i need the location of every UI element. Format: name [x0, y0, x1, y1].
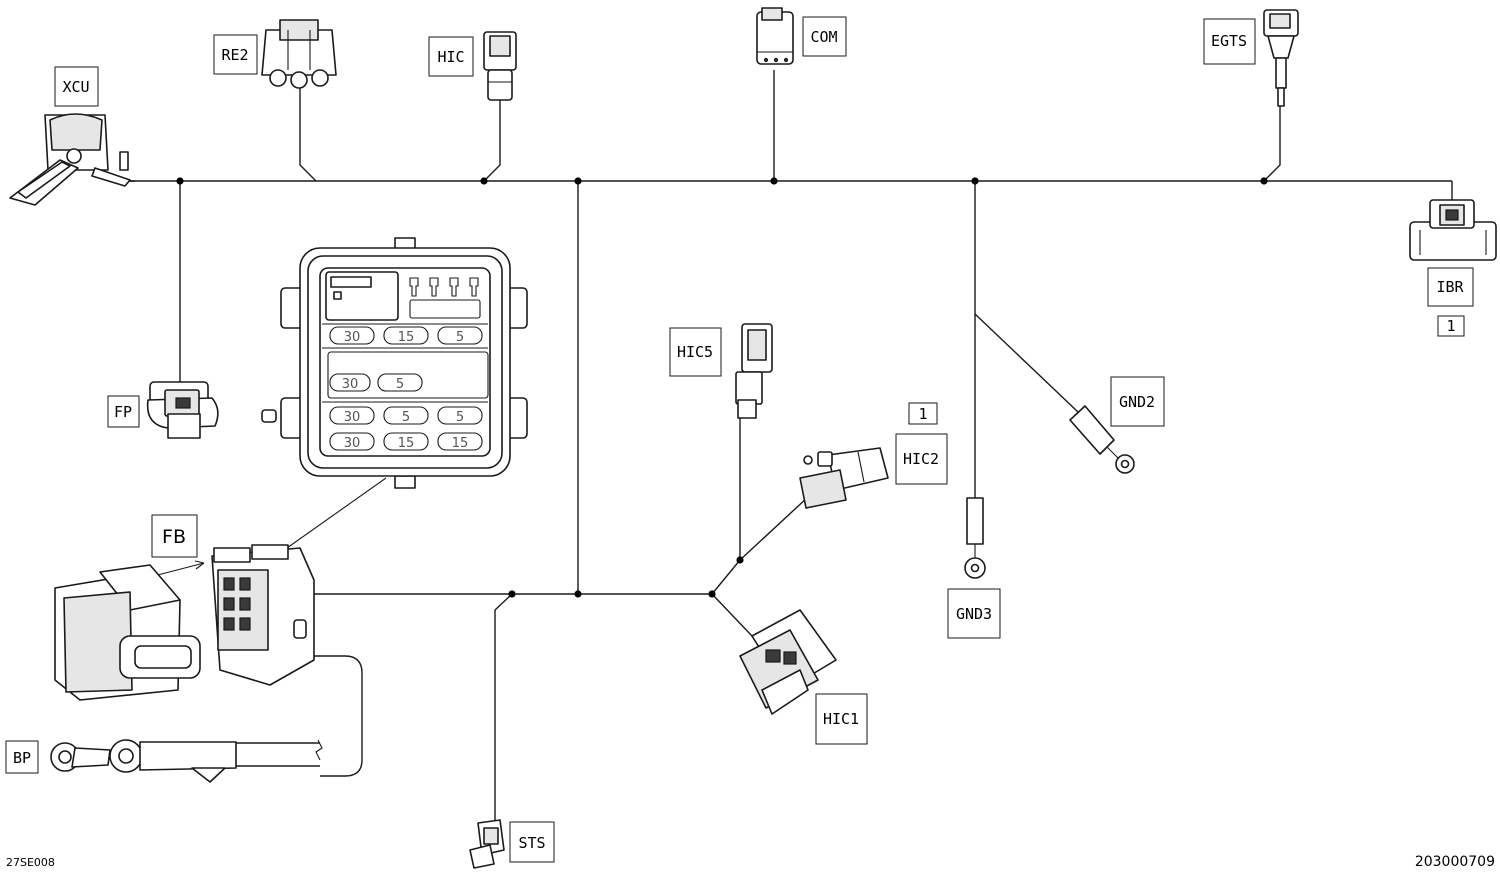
fuse-rating: 15 — [398, 436, 415, 451]
svg-text:BP: BP — [13, 749, 31, 767]
label-gnd2: GND2 — [1110, 376, 1165, 427]
label-hic: HIC — [428, 36, 474, 77]
label-hic2-ref: 1 — [908, 402, 938, 425]
svg-text:IBR: IBR — [1436, 278, 1464, 296]
fuse-rating: 15 — [452, 436, 469, 451]
fuse-rating: 15 — [398, 330, 415, 345]
bp-terminal-icon — [50, 739, 237, 783]
svg-text:HIC5: HIC5 — [677, 343, 713, 361]
svg-text:GND3: GND3 — [956, 605, 992, 623]
svg-text:GND2: GND2 — [1119, 393, 1155, 411]
egts-sensor-icon — [1263, 9, 1299, 107]
hic1-connector-icon — [739, 609, 837, 715]
svg-text:FP: FP — [114, 403, 132, 421]
fuse-rating: 5 — [396, 377, 404, 392]
label-fp: FP — [107, 395, 140, 428]
svg-text:XCU: XCU — [62, 78, 89, 96]
svg-text:RE2: RE2 — [221, 46, 248, 64]
fuse-rating: 30 — [344, 436, 361, 451]
hic-connector-icon — [483, 31, 517, 101]
drawing-code-left: 27SE008 — [6, 856, 55, 869]
hic2-connector-icon — [799, 447, 889, 509]
label-hic5: HIC5 — [669, 327, 722, 377]
label-egts: EGTS — [1203, 18, 1256, 65]
svg-text:1: 1 — [918, 405, 927, 423]
fuse-rating: 5 — [456, 410, 464, 425]
label-re2: RE2 — [213, 34, 258, 75]
label-ibr-ref: 1 — [1437, 315, 1465, 337]
label-ibr: IBR — [1427, 267, 1474, 307]
svg-text:HIC2: HIC2 — [903, 450, 939, 468]
ibr-connector-icon — [1409, 199, 1497, 261]
hic5-connector-icon — [735, 323, 773, 419]
fb-connector-icon — [54, 544, 315, 701]
svg-text:FB: FB — [162, 526, 186, 548]
re2-connector-icon — [261, 19, 337, 89]
label-hic2: HIC2 — [895, 433, 948, 485]
drawing-code-right: 203000709 — [1415, 854, 1495, 870]
svg-text:HIC1: HIC1 — [823, 710, 859, 728]
xcu-connector-icon — [9, 113, 131, 206]
fuse-rating: 5 — [402, 410, 410, 425]
label-xcu: XCU — [54, 66, 99, 107]
label-fb: FB — [151, 514, 198, 558]
fuse-rating: 30 — [344, 330, 361, 345]
fuse-rating: 30 — [344, 410, 361, 425]
com-connector-icon — [756, 7, 794, 65]
fuse-rating: 5 — [456, 330, 464, 345]
svg-text:STS: STS — [518, 834, 545, 852]
sts-sensor-icon — [469, 819, 505, 869]
fp-connector-icon — [146, 381, 219, 439]
label-sts: STS — [509, 821, 555, 863]
label-gnd3: GND3 — [947, 588, 1001, 639]
label-com: COM — [802, 16, 847, 57]
fuse-box-icon — [261, 237, 528, 489]
fuse-ratings: 30 15 5 30 5 30 5 5 30 15 15 — [342, 330, 469, 451]
gnd3-terminal-icon — [964, 497, 986, 579]
svg-text:HIC: HIC — [437, 48, 464, 66]
label-bp: BP — [5, 740, 39, 774]
gnd2-terminal-icon — [1069, 405, 1135, 474]
fuse-rating: 30 — [342, 377, 359, 392]
label-hic1: HIC1 — [815, 693, 868, 745]
svg-text:1: 1 — [1446, 317, 1455, 335]
svg-text:EGTS: EGTS — [1211, 32, 1247, 50]
svg-text:COM: COM — [810, 28, 837, 46]
junction-nodes — [176, 177, 1268, 598]
